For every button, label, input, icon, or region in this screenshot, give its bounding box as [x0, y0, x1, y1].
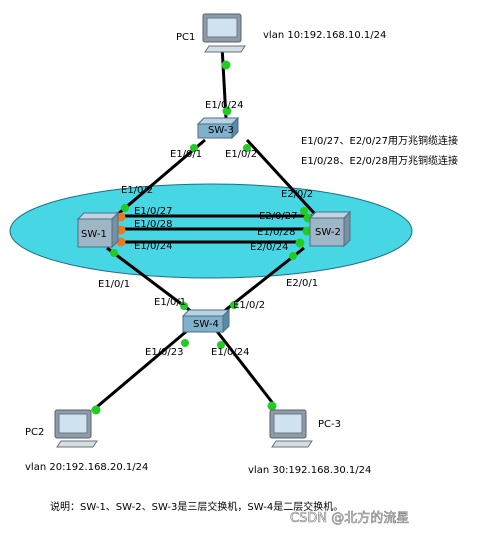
- port-label: E1/0/28: [257, 227, 296, 238]
- link-light-amber: [116, 212, 126, 222]
- link-light: [180, 302, 188, 310]
- cables: [91, 45, 316, 413]
- computer-icon: [269, 409, 313, 448]
- link-light-amber: [116, 225, 126, 235]
- link-light: [110, 249, 118, 257]
- link-light: [302, 226, 312, 236]
- port-label: E2/0/27: [259, 211, 298, 222]
- cable-sw4-pc2: [91, 328, 189, 413]
- link-light: [91, 405, 101, 415]
- cable-sw4-pc3: [214, 329, 277, 407]
- link-light-amber: [116, 237, 126, 247]
- cable-pc1-sw3: [220, 45, 228, 119]
- sw4-node[interactable]: [181, 308, 231, 334]
- cable-sw3-sw2: [245, 138, 316, 215]
- stack-area: [9, 183, 413, 279]
- sw2-node[interactable]: [308, 210, 352, 248]
- switch-icon: [196, 116, 240, 140]
- pc2-node[interactable]: [54, 409, 98, 448]
- link-light: [222, 106, 232, 116]
- pc3-label: PC-3: [318, 419, 341, 430]
- link-light: [190, 144, 198, 152]
- sw1-node[interactable]: [76, 211, 120, 249]
- link-light: [300, 207, 308, 215]
- computer-icon: [54, 409, 98, 448]
- pc2-label: PC2: [25, 427, 44, 438]
- link-light: [230, 301, 238, 309]
- link-lights: [91, 60, 313, 415]
- l3-switch-icon: [76, 211, 120, 249]
- link-light: [295, 238, 305, 248]
- switch-icon: [181, 308, 231, 334]
- port-label: E1/0/24: [205, 100, 244, 111]
- port-label: E1/0/1: [170, 149, 202, 160]
- link-light: [217, 341, 225, 349]
- port-label: E2/0/1: [286, 278, 318, 289]
- link-light: [289, 252, 297, 260]
- pc1-label: PC1: [176, 32, 195, 43]
- link-light: [243, 144, 251, 152]
- pc2-info: vlan 20:192.168.20.1/24: [25, 462, 148, 473]
- port-label: E2/0/2: [281, 189, 313, 200]
- watermark: CSDN @北方的流星: [290, 510, 409, 526]
- port-label: E1/0/28: [134, 219, 173, 230]
- link-light: [181, 339, 189, 347]
- link-light: [221, 60, 231, 70]
- pc3-node[interactable]: [269, 409, 313, 448]
- caption: 说明：SW-1、SW-2、SW-3是三层交换机，SW-4是二层交换机。: [50, 500, 343, 513]
- pc3-info: vlan 30:192.168.30.1/24: [248, 465, 371, 476]
- sw1-label: SW-1: [81, 229, 107, 240]
- sw3-label: SW-3: [208, 125, 234, 136]
- sw2-label: SW-2: [315, 227, 341, 238]
- note-line-2: E1/0/28、E2/0/28用万兆铜缆连接: [301, 154, 458, 167]
- link-light: [121, 204, 129, 212]
- pc1-node[interactable]: [202, 13, 246, 53]
- cable-sw3-sw1: [117, 138, 206, 216]
- port-label: E2/0/24: [250, 242, 289, 253]
- sw4-label: SW-4: [193, 319, 219, 330]
- port-label: E1/0/24: [211, 347, 250, 358]
- port-label: E1/0/2: [233, 300, 265, 311]
- computer-icon: [202, 13, 246, 53]
- l3-switch-icon: [308, 210, 352, 248]
- note-line-1: E1/0/27、E2/0/27用万兆铜缆连接: [301, 134, 458, 147]
- port-label: E1/0/2: [225, 149, 257, 160]
- port-label: E1/0/23: [145, 347, 184, 358]
- port-label: E1/0/1: [154, 297, 186, 308]
- link-light: [267, 401, 277, 411]
- port-label: E1/0/24: [134, 241, 173, 252]
- sw3-node[interactable]: [196, 116, 240, 140]
- cable-sw1-sw4: [106, 246, 193, 314]
- port-label: E1/0/1: [98, 279, 130, 290]
- port-label: E1/0/2: [121, 185, 153, 196]
- pc1-info: vlan 10:192.168.10.1/24: [263, 30, 386, 41]
- port-label: E1/0/27: [134, 206, 173, 217]
